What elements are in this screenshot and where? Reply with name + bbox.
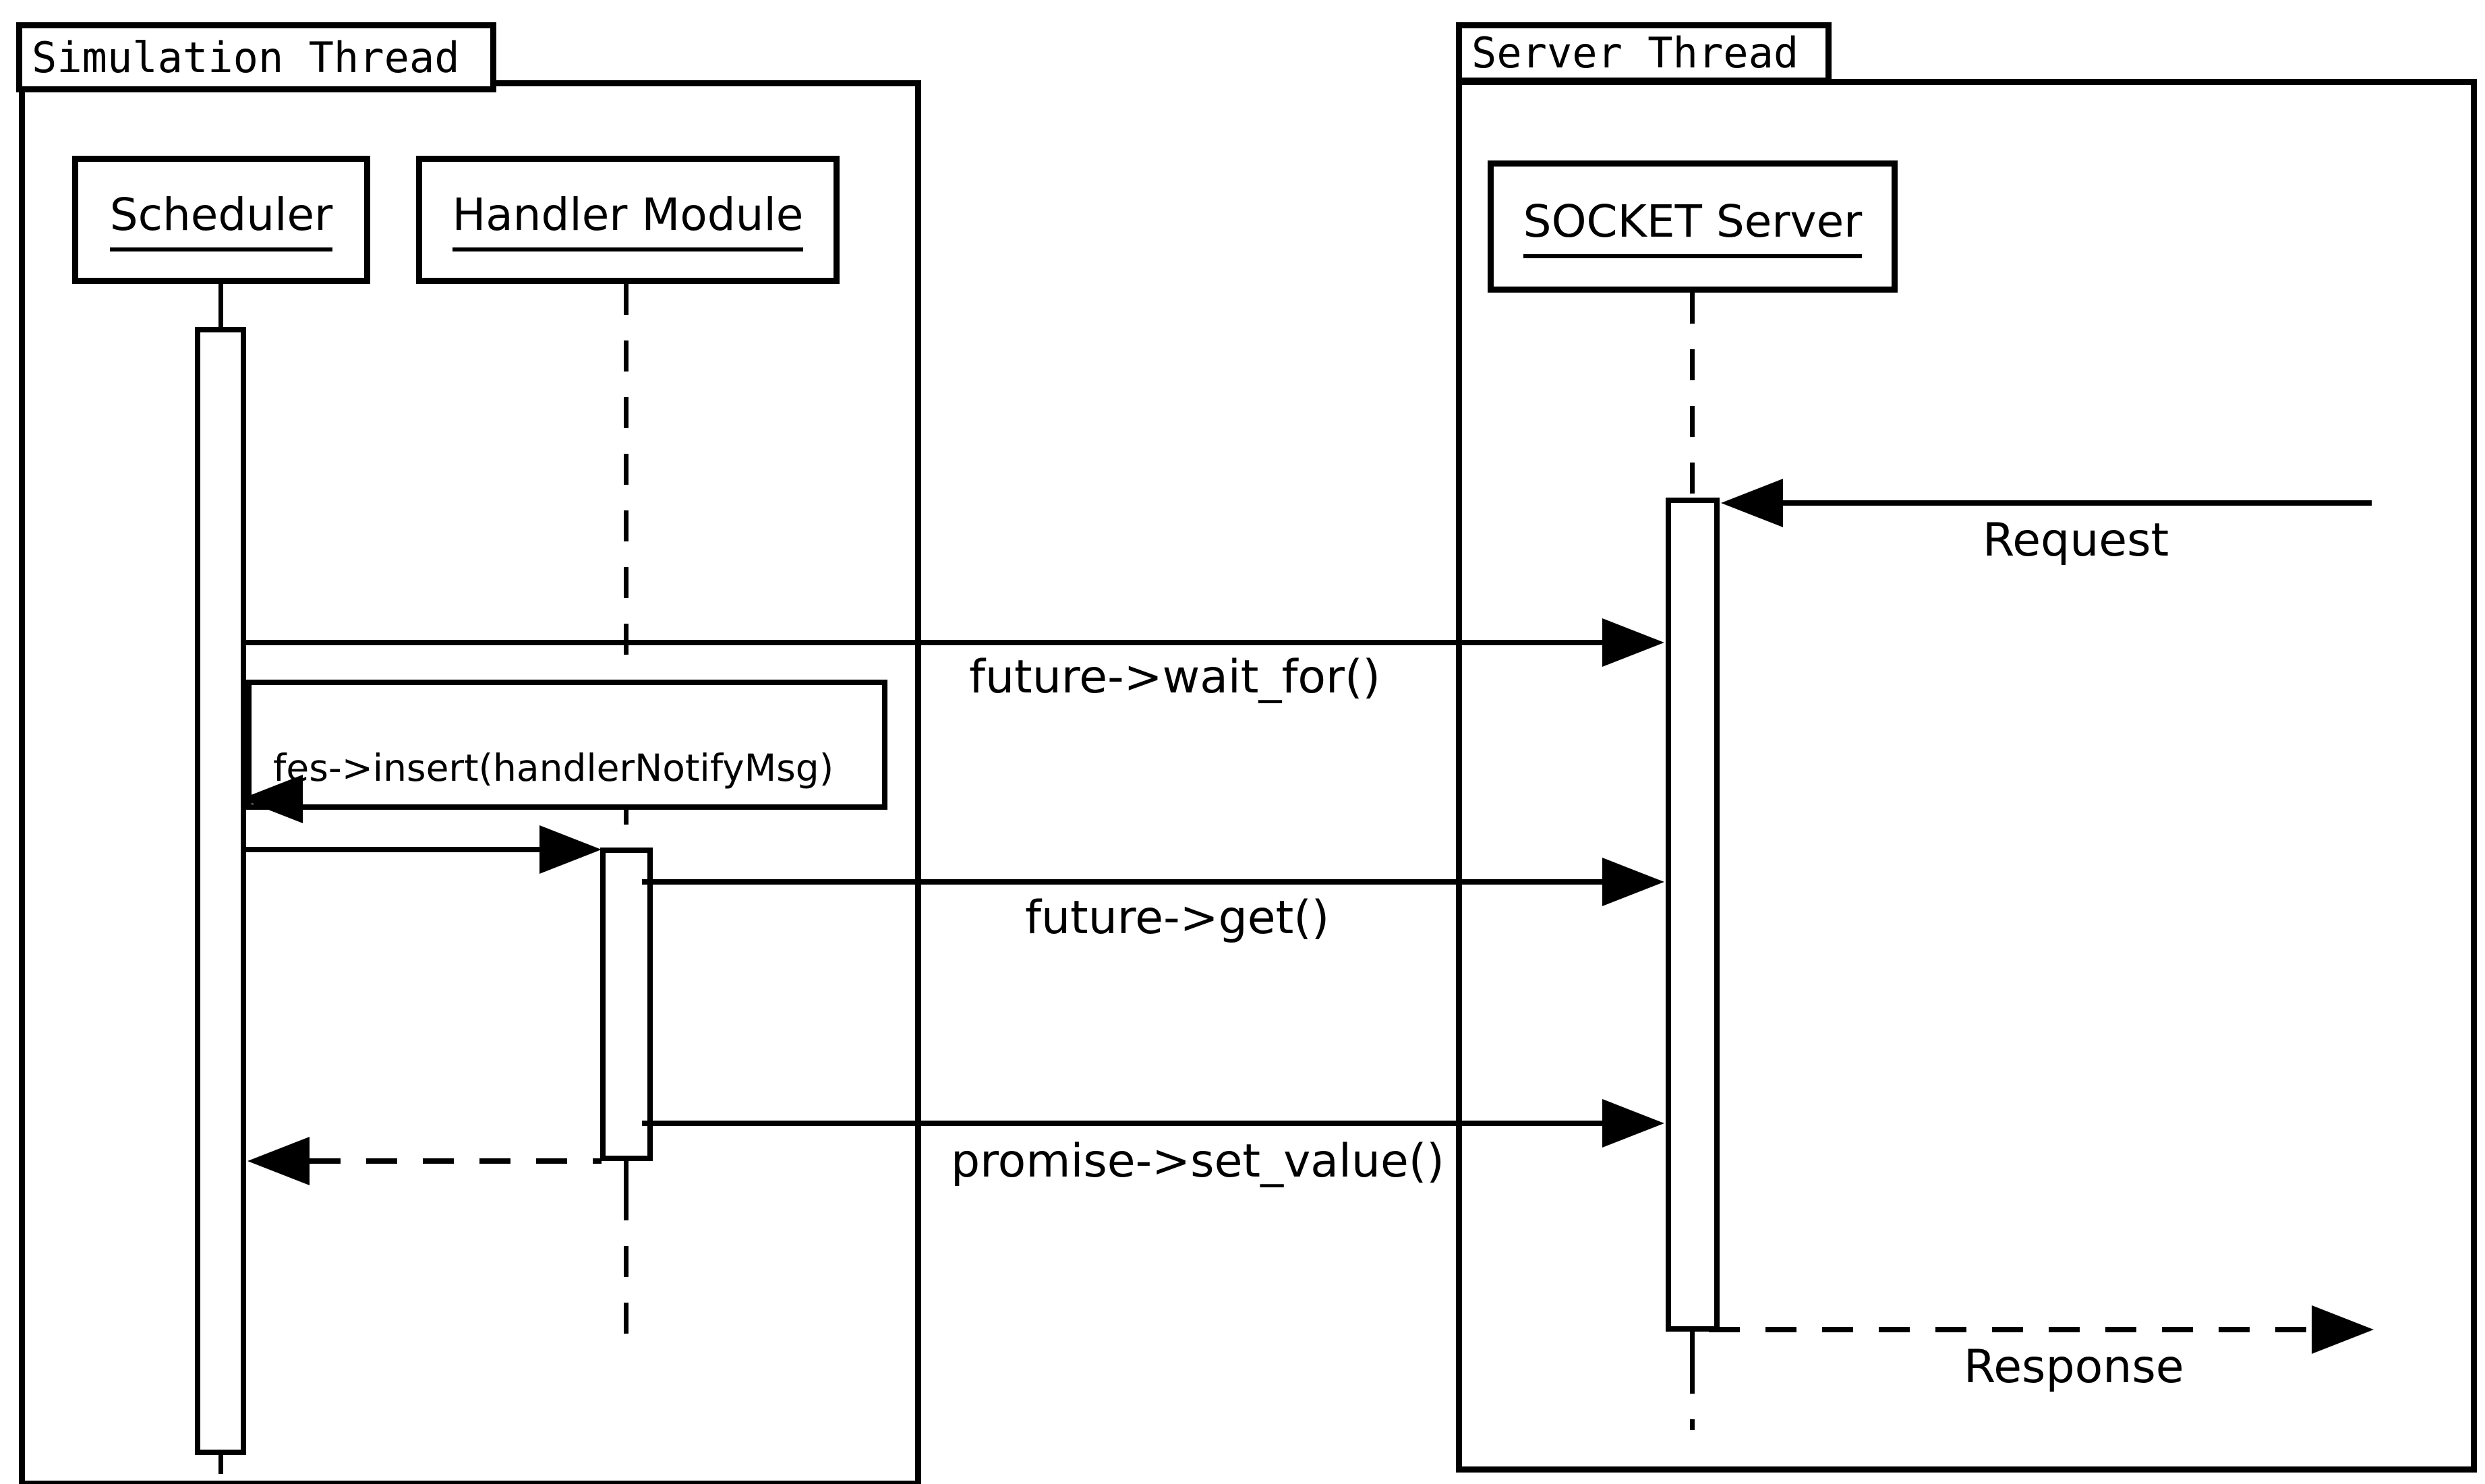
get-message-label: future->get() (1025, 891, 1330, 945)
activation-handler-module (600, 848, 653, 1161)
set-value-message-label: promise->set_value() (951, 1135, 1444, 1188)
handler-module-label: Handler Module (452, 189, 804, 251)
frame-tab-simulation-thread: Simulation Thread (16, 22, 496, 92)
set-value-message-line (642, 1121, 1605, 1126)
request-message-line (1782, 500, 2372, 506)
fes-insert-message-label: fes->insert(handlerNotifyMsg) (273, 746, 834, 790)
socket-server-label: SOCKET Server (1523, 196, 1863, 258)
response-arrowhead-icon (2312, 1305, 2374, 1354)
scheduler-label: Scheduler (109, 189, 333, 251)
wait-for-message-line (246, 640, 1605, 645)
response-message-label: Response (1964, 1340, 2184, 1394)
frame-tab-server-label: Server Thread (1471, 28, 1799, 78)
request-message-label: Request (1983, 514, 2169, 567)
lifeline-head-socket-server: SOCKET Server (1488, 160, 1898, 293)
get-message-line (642, 879, 1605, 885)
get-arrowhead-icon (1602, 858, 1664, 906)
scheduler-to-handler-arrowhead-icon (539, 825, 602, 874)
frame-tab-server-thread: Server Thread (1456, 22, 1832, 84)
socket-lifeline-tail-dashed (1690, 1363, 1695, 1430)
handler-lifeline-stub (624, 1161, 628, 1189)
frame-server-thread (1456, 79, 2477, 1473)
response-dashed-line (1709, 1327, 2313, 1332)
activation-scheduler (195, 327, 246, 1455)
frame-tab-simulation-label: Simulation Thread (32, 32, 460, 82)
fes-insert-arrowhead-icon (241, 775, 303, 823)
socket-lifeline-dashed (1690, 293, 1695, 498)
return-to-scheduler-dashed-line (310, 1158, 602, 1164)
wait-for-message-label: future->wait_for() (969, 651, 1381, 704)
set-value-arrowhead-icon (1602, 1099, 1664, 1148)
scheduler-to-handler-message-line (246, 847, 546, 852)
scheduler-lifeline-tail (218, 1455, 223, 1474)
wait-for-arrowhead-icon (1602, 618, 1664, 667)
handler-lifeline-tail-dashed (624, 1189, 628, 1358)
lifeline-head-scheduler: Scheduler (72, 156, 370, 284)
fes-insert-self-message-box: fes->insert(handlerNotifyMsg) (246, 680, 887, 810)
lifeline-head-handler-module: Handler Module (416, 156, 840, 284)
scheduler-lifeline-stub (218, 284, 223, 328)
socket-lifeline-stub (1690, 1332, 1695, 1363)
return-to-scheduler-arrowhead-icon (247, 1137, 310, 1185)
request-arrowhead-icon (1721, 479, 1783, 527)
activation-socket-server (1666, 498, 1720, 1332)
handler-lifeline-dashed (624, 284, 628, 848)
